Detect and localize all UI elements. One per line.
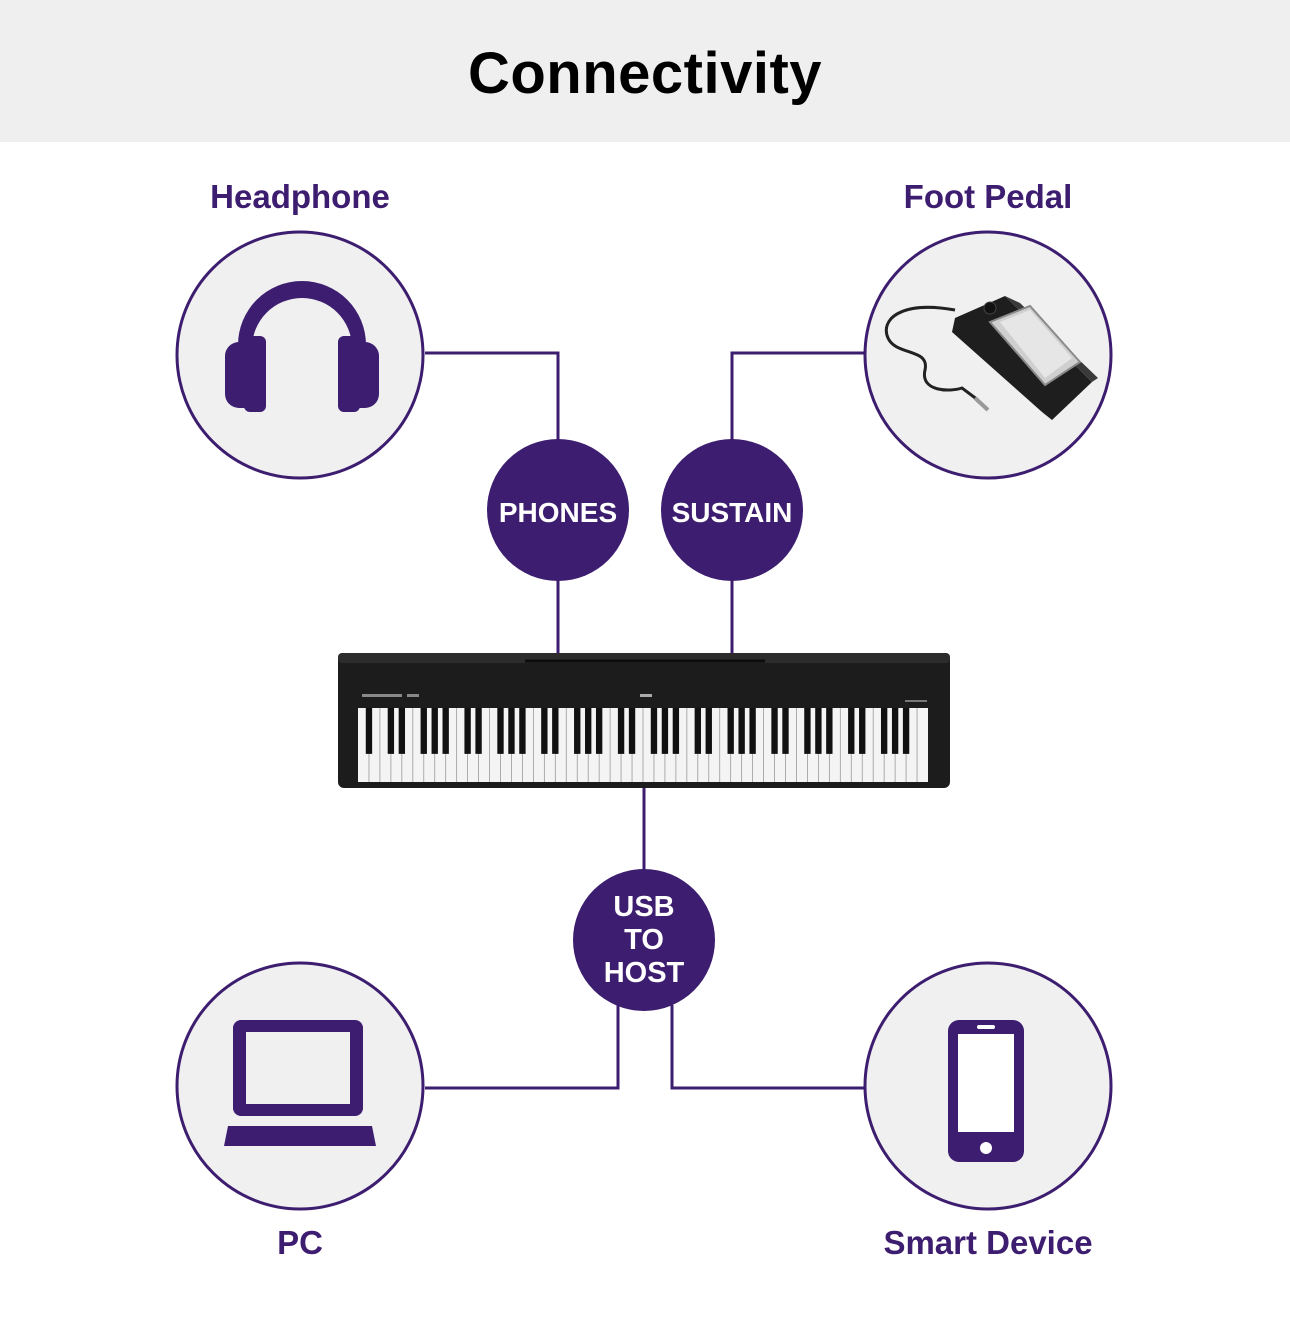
black-key [749, 708, 756, 754]
pc-connector [425, 1005, 620, 1090]
black-key [694, 708, 701, 754]
black-key [859, 708, 866, 754]
usb-port-circle [573, 869, 715, 1011]
black-key [387, 708, 395, 754]
black-key [574, 708, 581, 754]
smart-device-label: Smart Device [883, 1224, 1093, 1261]
headphone-connector [425, 351, 560, 440]
black-key [617, 708, 625, 754]
black-key [771, 708, 778, 754]
phones-port-label: PHONES [499, 497, 617, 528]
black-key [398, 708, 406, 754]
pedal-connector [730, 351, 866, 440]
black-key [431, 708, 438, 754]
black-key [880, 708, 888, 754]
black-key [738, 708, 745, 754]
black-key [585, 708, 592, 754]
black-key [628, 708, 636, 754]
digital-piano-image [338, 653, 950, 788]
header-bar [0, 0, 1290, 142]
smart-device-connector [670, 1005, 866, 1090]
black-key [672, 708, 680, 754]
black-key [552, 708, 559, 754]
page-title: Connectivity [467, 41, 823, 106]
piano-keys [358, 708, 928, 782]
black-key [815, 708, 822, 754]
headphone-label: Headphone [210, 178, 390, 215]
black-key [442, 708, 449, 754]
black-key [650, 708, 658, 754]
smartphone-icon [948, 1020, 1024, 1162]
black-key [902, 708, 910, 754]
foot-pedal-label: Foot Pedal [903, 178, 1073, 215]
black-key [541, 708, 548, 754]
black-key [464, 708, 471, 754]
sustain-port-label: SUSTAIN [672, 497, 793, 528]
black-key [705, 708, 712, 754]
connector-lines [425, 351, 866, 1090]
black-key [782, 708, 789, 754]
sustain-port-circle [661, 439, 803, 581]
black-key [519, 708, 526, 754]
usb-port-label-line3: HOST [604, 957, 685, 989]
headphones-icon [225, 281, 379, 412]
black-key [497, 708, 504, 754]
black-key [891, 708, 899, 754]
pc-label: PC [277, 1224, 323, 1261]
phones-port-circle [487, 439, 629, 581]
black-key [508, 708, 515, 754]
black-key [804, 708, 811, 754]
black-key [595, 708, 603, 754]
black-key [727, 708, 734, 754]
laptop-icon [224, 1020, 376, 1146]
black-key [365, 708, 373, 754]
usb-port-label-line1: USB [613, 891, 674, 923]
black-key [475, 708, 482, 754]
black-key [661, 708, 669, 754]
usb-port-label-line2: TO [624, 924, 664, 956]
black-key [848, 708, 855, 754]
black-key [826, 708, 833, 754]
black-key [420, 708, 427, 754]
headphone-circle [175, 230, 425, 480]
sustain-pedal-image [884, 296, 1098, 420]
